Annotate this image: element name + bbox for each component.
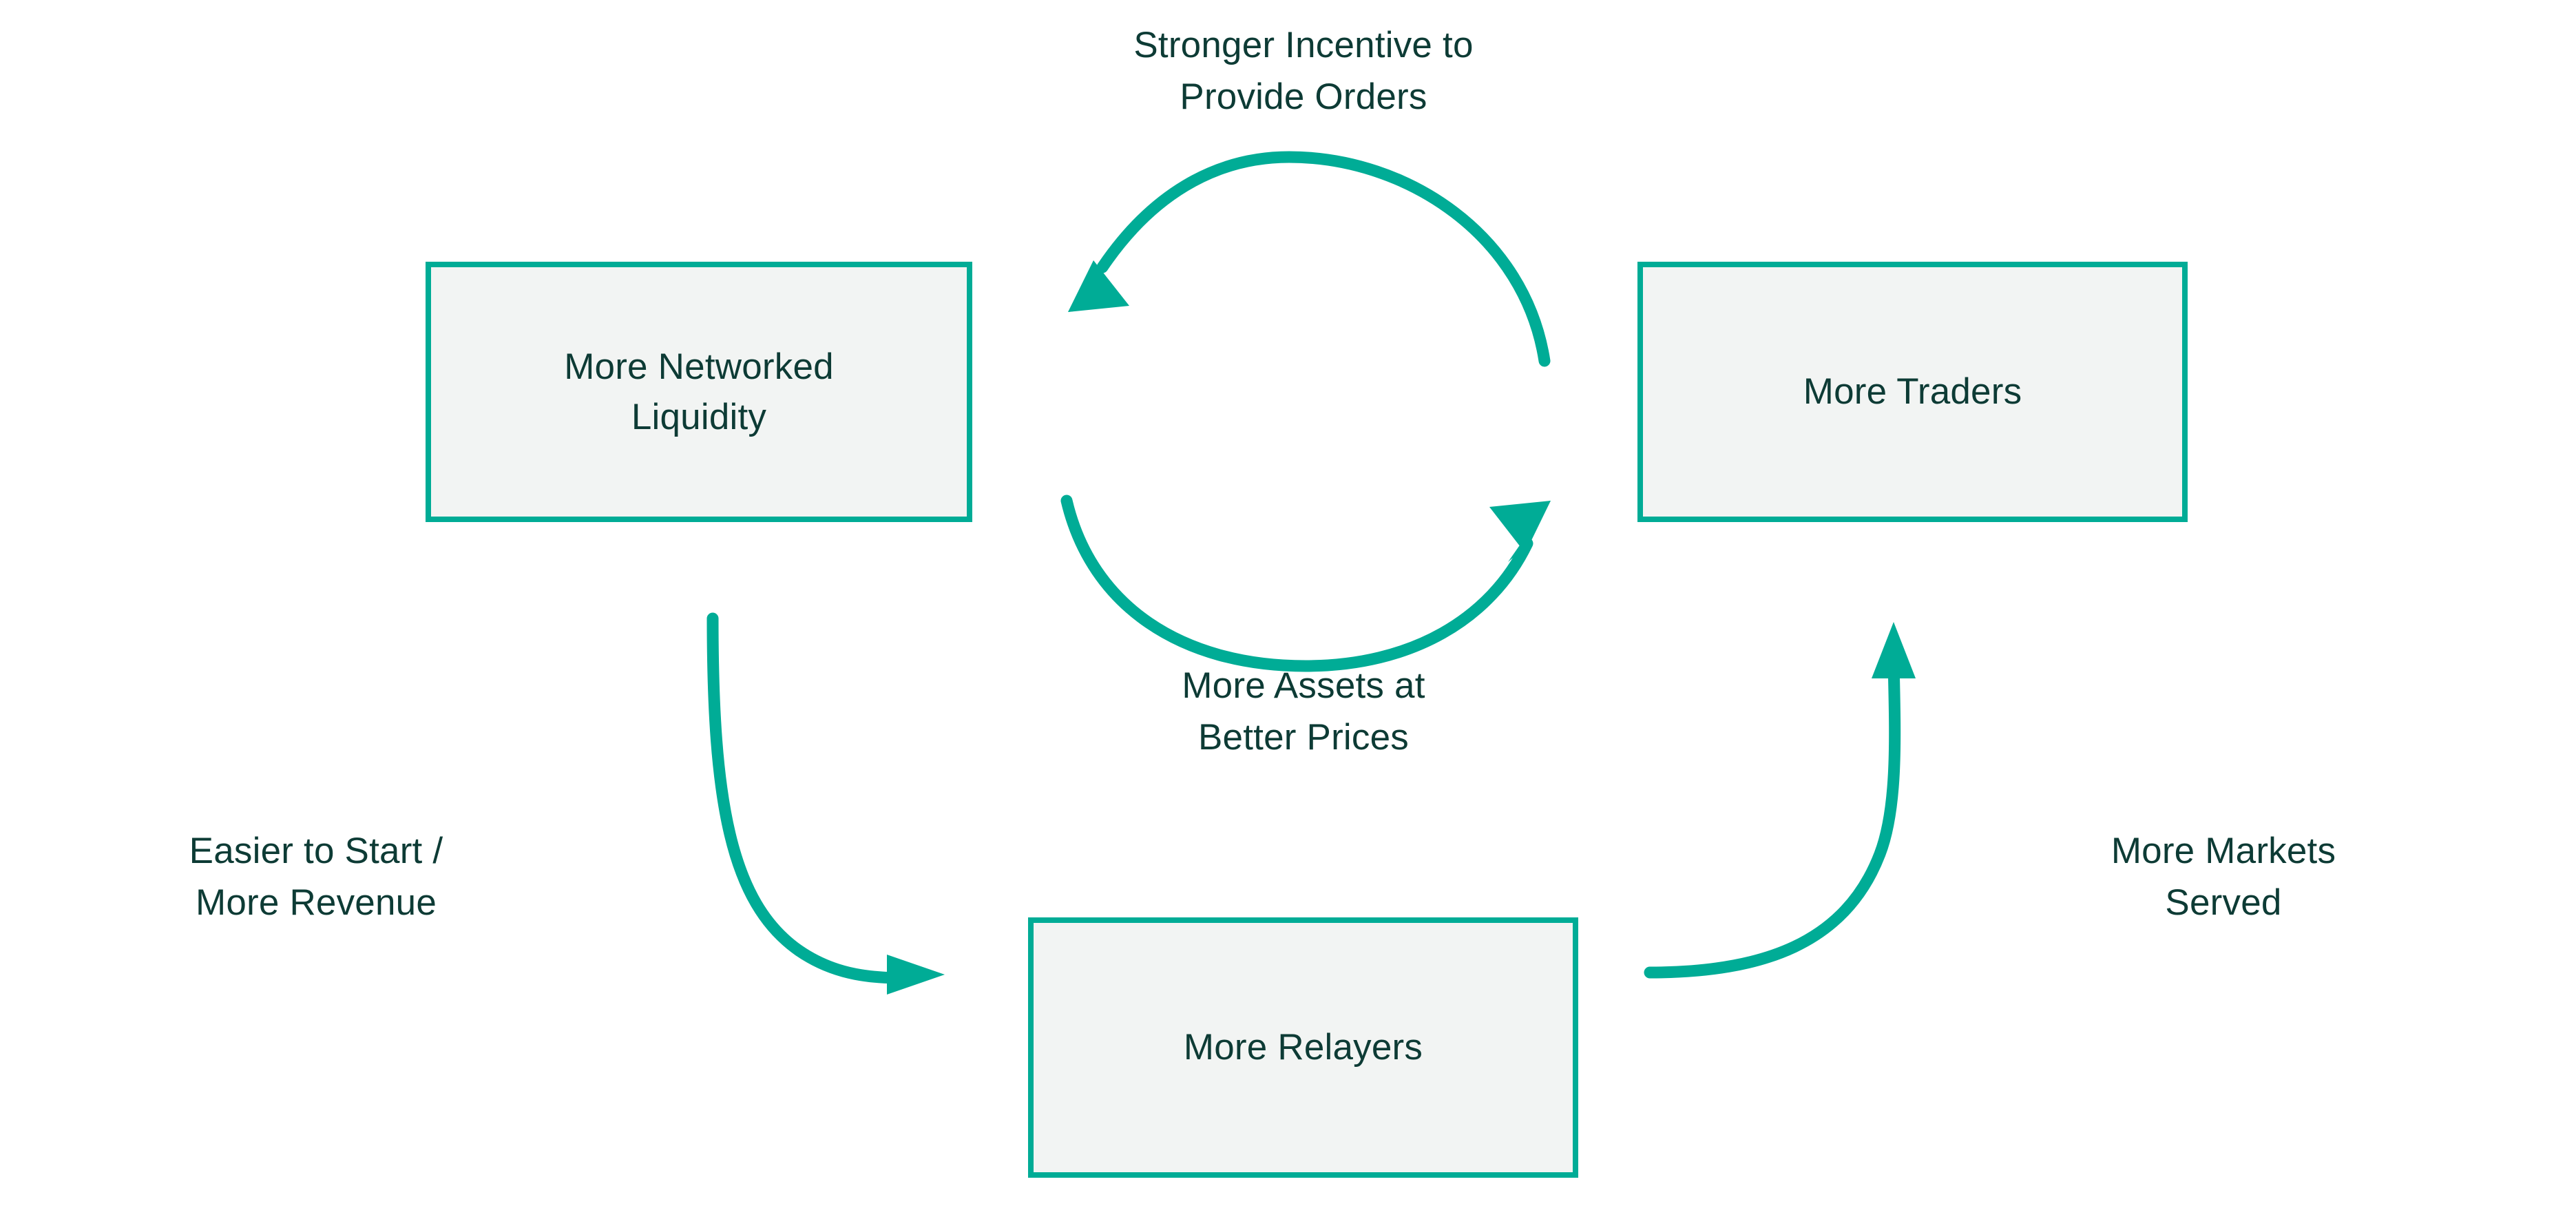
edge-relayers-to-traders: [1644, 622, 1916, 979]
node-label-networked-liquidity: More Networked Liquidity: [564, 346, 834, 437]
edge-label-more-markets: More Markets Served: [2111, 831, 2336, 924]
edge-liquidity-to-traders: [1060, 495, 1551, 672]
edge-traders-to-liquidity: [1068, 151, 1551, 367]
edge-liquidity-to-relayers: [706, 612, 945, 995]
edge-label-stronger-incentive: Stronger Incentive to Provide Orders: [1133, 25, 1474, 118]
node-label-more-traders: More Traders: [1803, 371, 2022, 413]
edge-label-easier-to-start: Easier to Start / More Revenue: [189, 831, 443, 924]
node-box-networked-liquidity[interactable]: More Networked Liquidity: [426, 262, 972, 522]
edge-label-more-assets: More Assets at Better Prices: [1182, 665, 1425, 758]
node-box-more-traders[interactable]: More Traders: [1637, 262, 2188, 522]
node-box-more-relayers[interactable]: More Relayers: [1028, 917, 1578, 1178]
node-label-more-relayers: More Relayers: [1183, 1027, 1423, 1068]
